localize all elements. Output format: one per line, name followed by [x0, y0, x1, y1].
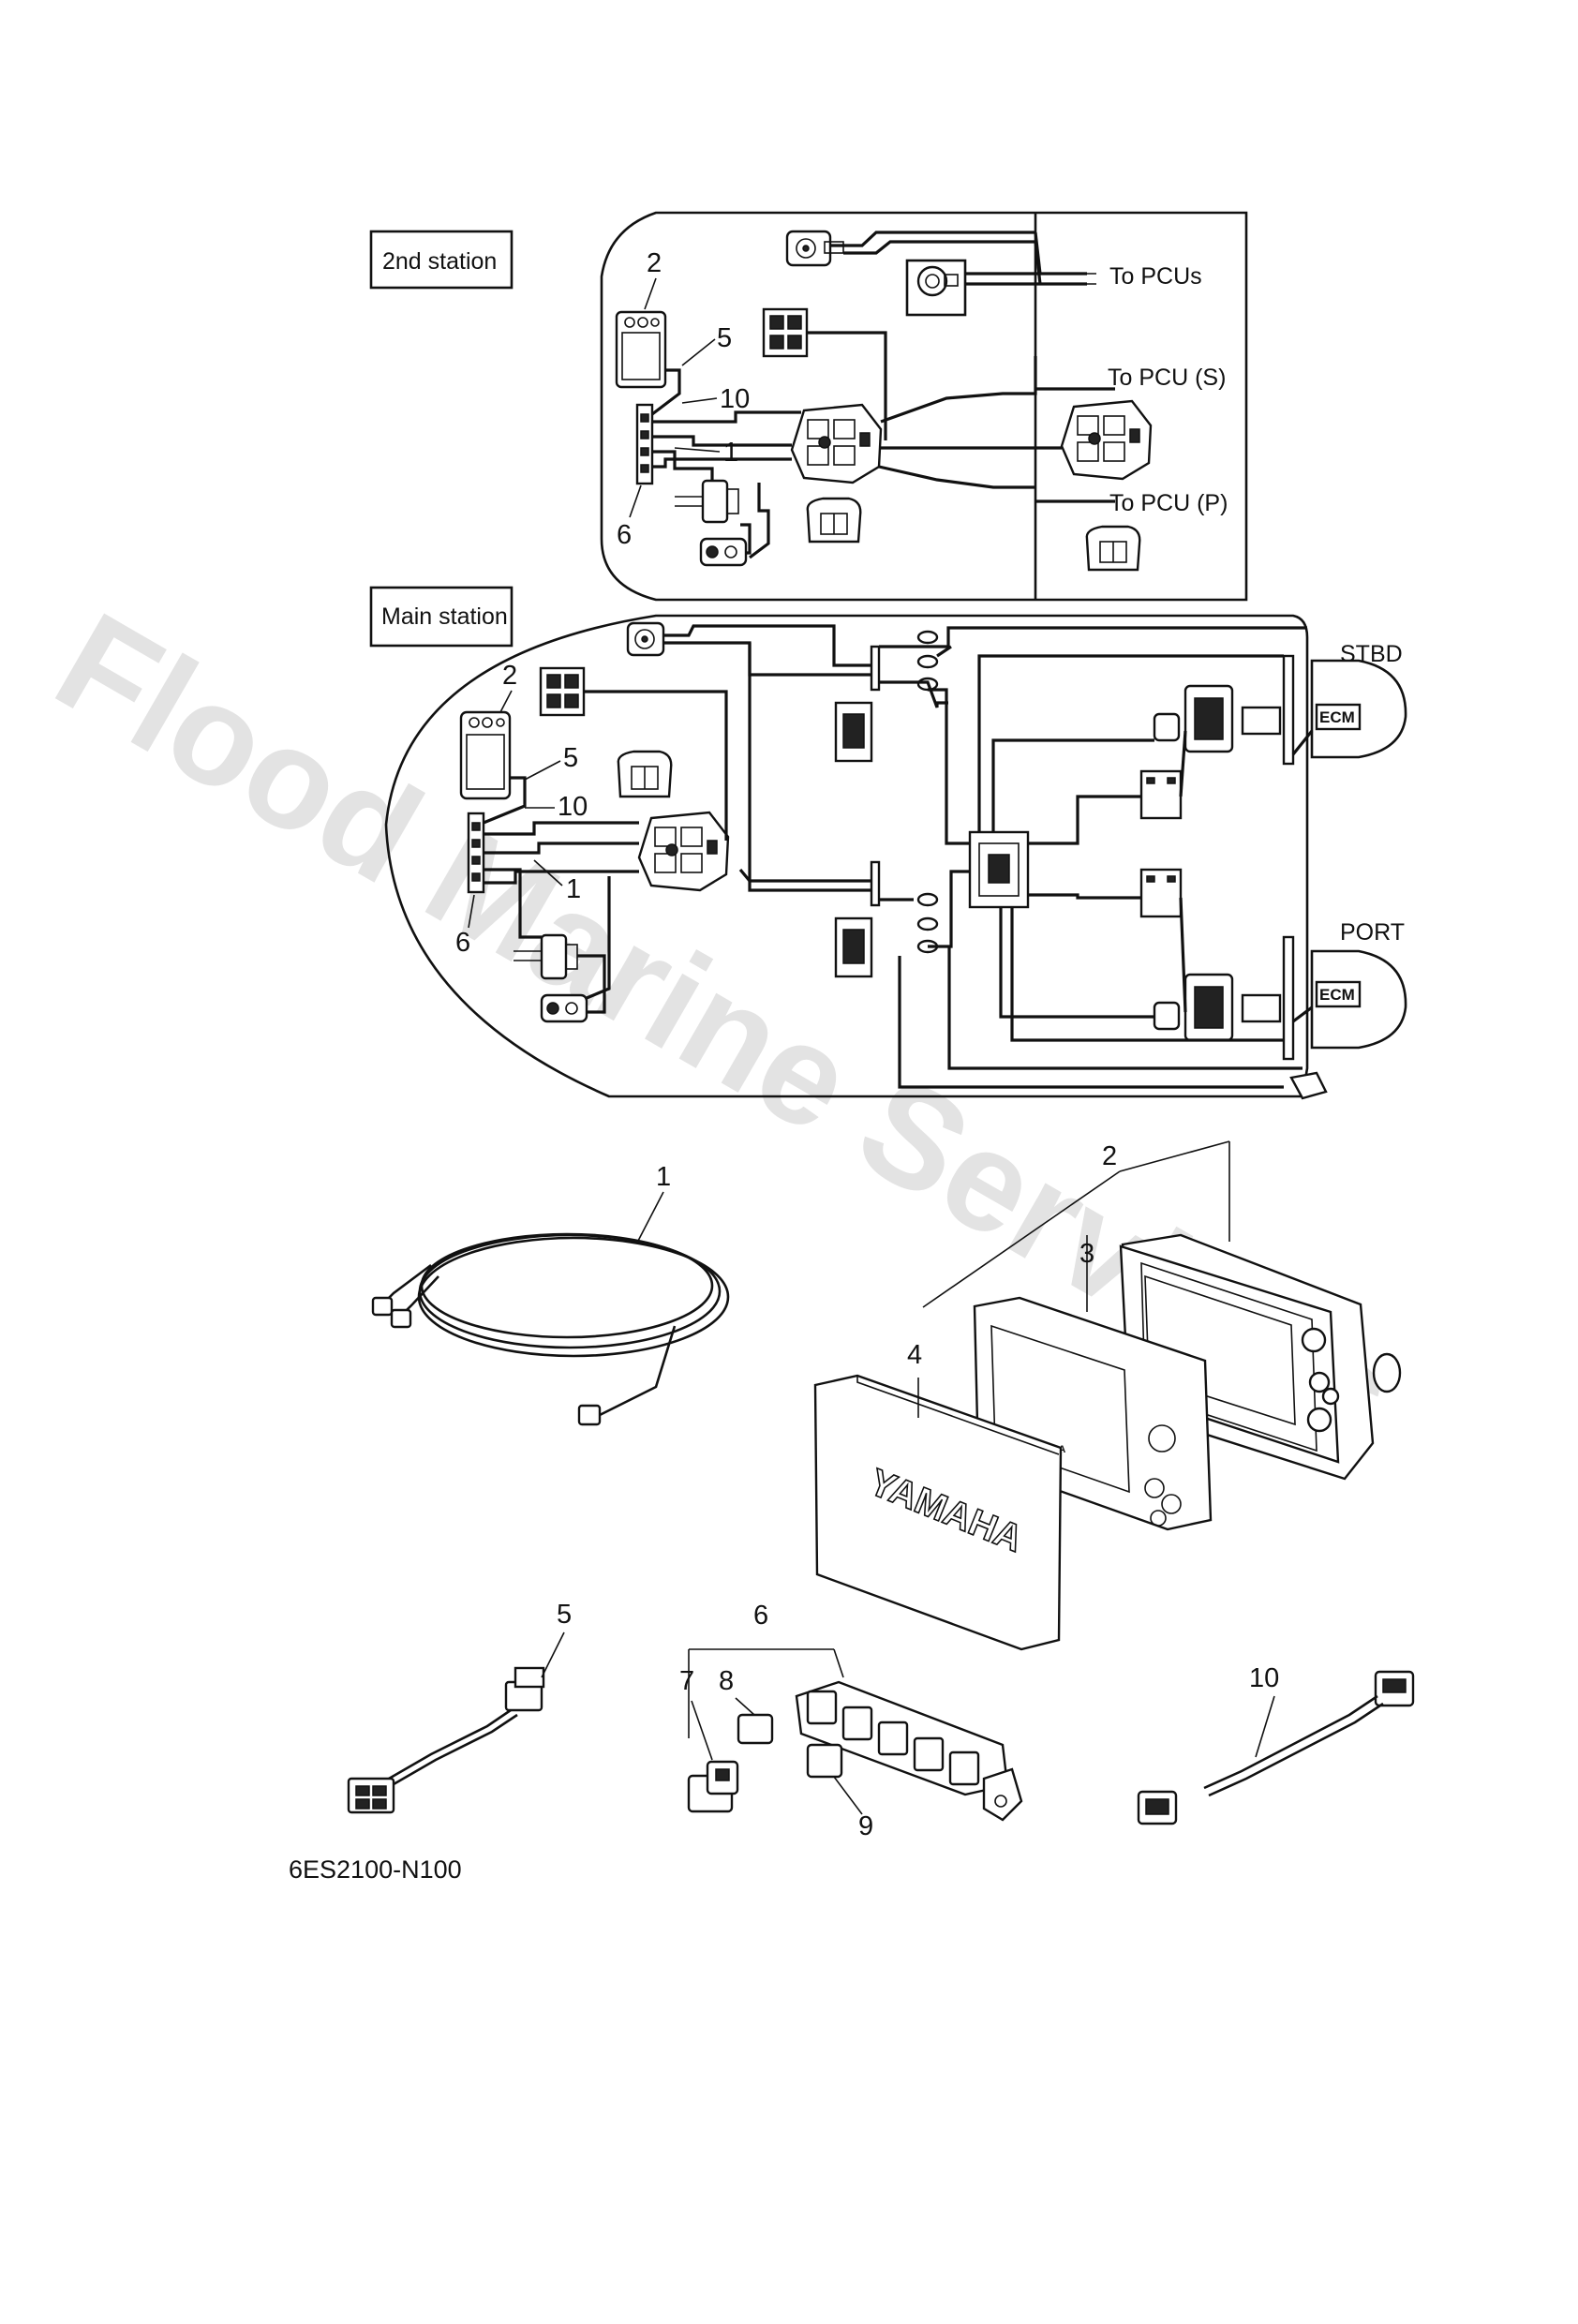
ecm-port: ECM [1310, 949, 1407, 1050]
main-buzzer [540, 993, 588, 1023]
battery-lower [1139, 868, 1183, 918]
part-4-cover: YAMAHA 4 [813, 1340, 1063, 1651]
main-junction-lower [916, 892, 939, 954]
to-pcu-p-label: To PCU (P) [1109, 490, 1228, 516]
part-8-cap: 8 [719, 1666, 774, 1745]
callout-2nd-10: 10 [720, 384, 750, 414]
second-sensor [675, 479, 739, 524]
main-station-label-box [369, 586, 514, 648]
callout-part-7: 7 [679, 1666, 694, 1696]
main-relay-lower [834, 916, 873, 978]
main-display-unit [459, 710, 512, 800]
callout-main-2: 2 [502, 661, 517, 691]
second-control-unit-a [790, 403, 883, 484]
second-key-switch [785, 230, 844, 267]
part-7-terminator: 7 [679, 1666, 739, 1813]
second-station-label-box [369, 230, 514, 290]
ecm-stbd: ECM [1310, 659, 1407, 759]
diagram-code: 6ES2100-N100 [289, 1855, 462, 1884]
callout-part-4: 4 [907, 1340, 922, 1370]
to-pcu-s-label: To PCU (S) [1108, 365, 1226, 391]
second-station-panel: 2nd station [369, 211, 1248, 602]
callout-part-10: 10 [1249, 1663, 1279, 1693]
ecm-stbd-label: ECM [1319, 708, 1355, 726]
part-9-cap: 9 [806, 1743, 873, 1841]
part-10-extension: 10 [1137, 1663, 1415, 1825]
second-key-switch-2 [916, 265, 959, 297]
battery-upper [1139, 769, 1183, 820]
callout-part-6: 6 [753, 1601, 768, 1631]
callout-2nd-6: 6 [617, 520, 632, 550]
main-hub [467, 812, 485, 894]
main-remote [617, 750, 673, 798]
part-6-hub: 6 [688, 1601, 1023, 1822]
second-station-label: 2nd station [382, 248, 497, 275]
port-label: PORT [1340, 919, 1405, 946]
main-control-unit [637, 811, 730, 892]
callout-part-1: 1 [656, 1162, 671, 1192]
part-1-cable: 1 [371, 1162, 730, 1426]
main-station-label: Main station [381, 603, 508, 630]
callout-part-8: 8 [719, 1666, 734, 1696]
main-key-switch [626, 621, 665, 657]
callout-main-6: 6 [455, 928, 470, 958]
second-remote-b [1085, 525, 1141, 572]
callout-part-5: 5 [557, 1600, 572, 1630]
callout-main-5: 5 [563, 743, 578, 773]
second-buzzer [699, 537, 748, 567]
callout-2nd-1: 1 [723, 438, 738, 468]
main-station-panel: Main station ECM STBD ECM PORT [369, 586, 1407, 1100]
second-switch-panel [762, 307, 809, 358]
second-hub [635, 403, 654, 485]
callout-2nd-2: 2 [647, 248, 662, 278]
main-distribution-block [968, 830, 1030, 909]
callout-part-2: 2 [1102, 1141, 1117, 1171]
callout-part-9: 9 [858, 1811, 873, 1841]
second-control-unit-b [1060, 399, 1153, 481]
ecm-port-label: ECM [1319, 986, 1355, 1004]
main-relay-upper [834, 701, 873, 763]
callout-main-10: 10 [558, 792, 588, 822]
callout-main-1: 1 [566, 874, 581, 904]
main-switch-panel [539, 666, 586, 717]
second-display-unit [615, 310, 667, 389]
main-sensor [514, 933, 578, 980]
callout-2nd-5: 5 [717, 323, 732, 353]
part-5-adapter: 5 [347, 1600, 572, 1814]
engine-unit-port [1153, 935, 1295, 1061]
stbd-label: STBD [1340, 641, 1403, 667]
second-remote-a [806, 497, 862, 544]
engine-unit-stbd [1153, 654, 1295, 766]
to-pcus-label: To PCUs [1109, 263, 1202, 290]
main-junction-upper [916, 630, 939, 692]
